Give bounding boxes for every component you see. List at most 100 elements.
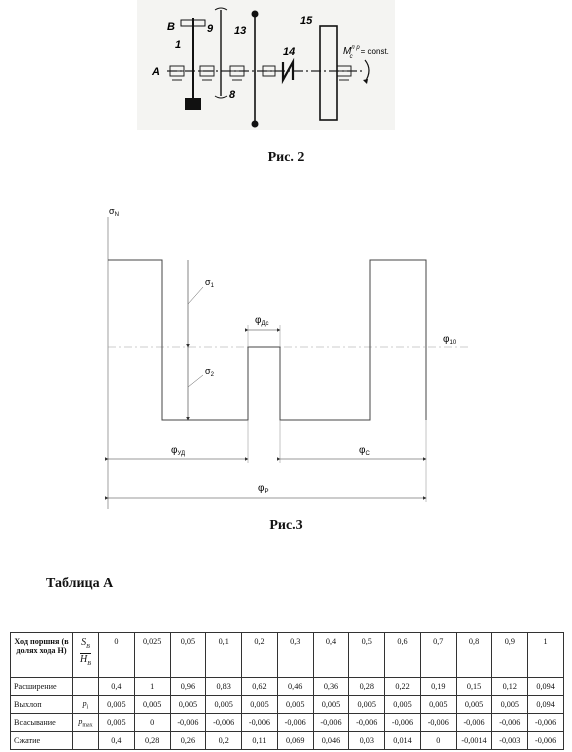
table-cell: 0,069 xyxy=(276,731,314,750)
table-cell: 0,005 xyxy=(312,695,350,714)
column-header: 0,4 xyxy=(312,632,350,678)
table-cell: 0,094 xyxy=(527,677,564,696)
phi-c-label: φС xyxy=(359,445,370,457)
table-cell: -0,006 xyxy=(348,713,386,732)
table-cell: -0,003 xyxy=(491,731,529,750)
table-cell: -0,006 xyxy=(312,713,350,732)
table-cell: 1 xyxy=(133,677,171,696)
table-cell: 0,03 xyxy=(348,731,386,750)
table-cell: 0,19 xyxy=(419,677,457,696)
row-symbol xyxy=(72,731,99,750)
table-cell: 0,26 xyxy=(169,731,207,750)
fig2-label-b: B xyxy=(167,21,175,33)
stress-profile-line xyxy=(108,259,427,421)
stress-diagram: σN σ1 σ2 φДс φ10 φУД φС φР xyxy=(105,206,470,509)
table-cell: 0,005 xyxy=(241,695,278,714)
table-cell: 0,46 xyxy=(276,677,314,696)
table-cell: -0,006 xyxy=(384,713,421,732)
header-label: Ход поршня (в долях хода H) xyxy=(10,632,73,678)
column-header: 0,8 xyxy=(455,632,493,678)
table-cell: 0,96 xyxy=(169,677,207,696)
table-cell: 0 xyxy=(419,731,457,750)
table-cell: 0,005 xyxy=(276,695,314,714)
table-cell: -0,006 xyxy=(419,713,457,732)
fig2-label-13: 13 xyxy=(234,25,246,37)
fig2-label-9: 9 xyxy=(207,23,214,35)
table-cell: 0,046 xyxy=(312,731,350,750)
sigma-2-label: σ2 xyxy=(205,366,215,378)
column-header: 0,1 xyxy=(205,632,243,678)
table-cell: 0,005 xyxy=(205,695,243,714)
phi-ud-label: φУД xyxy=(171,445,185,457)
table-cell: -0,006 xyxy=(169,713,207,732)
table-cell: 0,005 xyxy=(169,695,207,714)
table-cell: 0,005 xyxy=(491,695,529,714)
table-cell: 0,005 xyxy=(98,695,135,714)
table-cell: 0,36 xyxy=(312,677,350,696)
table-cell: 0,2 xyxy=(205,731,243,750)
table-cell: 0,11 xyxy=(241,731,278,750)
row-label: Всасывание xyxy=(10,713,73,732)
phi-10-label: φ10 xyxy=(443,334,457,346)
table-cell: 0,12 xyxy=(491,677,529,696)
column-header: 0,5 xyxy=(348,632,386,678)
table-title: Таблица А xyxy=(46,576,114,591)
row-label: Выхлоп xyxy=(10,695,73,714)
table-cell: -0,006 xyxy=(455,713,493,732)
table-cell: -0,006 xyxy=(527,713,564,732)
table-cell: 0,094 xyxy=(527,695,564,714)
table-cell: 0,28 xyxy=(348,677,386,696)
table-cell: -0,006 xyxy=(527,731,564,750)
column-header: 0,7 xyxy=(419,632,457,678)
row-symbol xyxy=(72,677,99,696)
fig2-label-15: 15 xyxy=(300,15,313,27)
table-cell: -0,006 xyxy=(241,713,278,732)
sigma-n-label: σN xyxy=(109,206,119,218)
column-header: 0,9 xyxy=(491,632,529,678)
column-header: 0,025 xyxy=(133,632,171,678)
fig2-label-a: A xyxy=(151,66,160,78)
figure-3-caption: Рис.3 xyxy=(269,518,303,533)
table-cell: 0,005 xyxy=(98,713,135,732)
column-header: 0,05 xyxy=(169,632,207,678)
column-header: 0,2 xyxy=(241,632,278,678)
bearing-group xyxy=(169,65,352,81)
row-label: Расширение xyxy=(10,677,73,696)
table-cell: -0,006 xyxy=(491,713,529,732)
column-header: 1 xyxy=(527,632,564,678)
table-cell: 0,005 xyxy=(348,695,386,714)
fig2-label-8: 8 xyxy=(229,89,236,101)
phi-p-label: φР xyxy=(258,483,269,495)
row-label: Сжатие xyxy=(10,731,73,750)
table-cell: 0,005 xyxy=(419,695,457,714)
table-cell: -0,0014 xyxy=(455,731,493,750)
table-cell: 0,15 xyxy=(455,677,493,696)
table-cell: 0,005 xyxy=(384,695,421,714)
figure-2-caption: Рис. 2 xyxy=(267,150,305,165)
table-cell: 0,005 xyxy=(133,695,171,714)
table-cell: 0,28 xyxy=(133,731,171,750)
column-header: 0 xyxy=(98,632,135,678)
table-cell: -0,006 xyxy=(276,713,314,732)
sigma-1-label: σ1 xyxy=(205,277,215,289)
table-cell: 0,62 xyxy=(241,677,278,696)
table-cell: 0 xyxy=(133,713,171,732)
row-symbol: pmax xyxy=(72,713,99,732)
column-header: 0,3 xyxy=(276,632,314,678)
phi-dc-label: φДс xyxy=(255,315,269,327)
table-cell: 0,83 xyxy=(205,677,243,696)
table-cell: 0,014 xyxy=(384,731,421,750)
table-cell: 0,4 xyxy=(98,677,135,696)
row-symbol: pi xyxy=(72,695,99,714)
fig2-label-1: 1 xyxy=(175,39,181,51)
fig2-label-14: 14 xyxy=(283,46,295,58)
